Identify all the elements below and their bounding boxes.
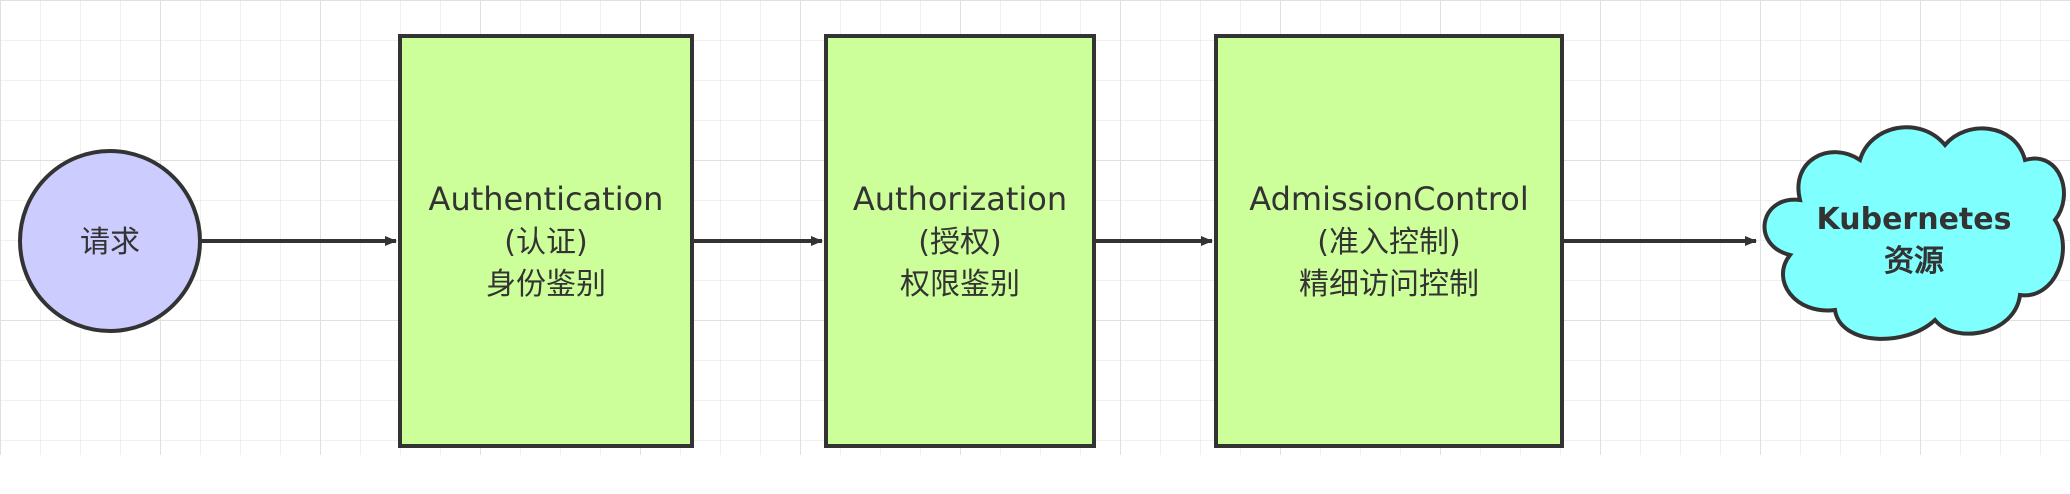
admission-control-subtitle: (准入控制) (1317, 225, 1460, 260)
authentication-subtitle: (认证) (504, 225, 587, 260)
authorization-box (824, 34, 1096, 448)
start-label: 请求 (80, 225, 140, 260)
admission-control-box (1214, 34, 1564, 448)
authentication-description: 身份鉴别 (486, 267, 606, 302)
step-authorization[interactable]: Authorization (授权) 权限鉴别 (824, 34, 1096, 448)
kubernetes-resource-node[interactable]: Kubernetes 资源 (1762, 125, 2066, 341)
step-authentication[interactable]: Authentication (认证) 身份鉴别 (398, 34, 694, 448)
admission-control-description: 精细访问控制 (1299, 267, 1479, 302)
authorization-subtitle: (授权) (918, 225, 1001, 260)
start-node[interactable]: 请求 (18, 149, 202, 333)
authorization-description: 权限鉴别 (900, 267, 1020, 302)
kubernetes-resource-label: 资源 (1884, 244, 1944, 279)
admission-control-title: AdmissionControl (1249, 180, 1528, 218)
authentication-box (398, 34, 694, 448)
cloud-shape (1762, 125, 2066, 341)
kubernetes-label: Kubernetes (1817, 202, 2012, 237)
step-admission-control[interactable]: AdmissionControl (准入控制) 精细访问控制 (1214, 34, 1564, 448)
authorization-title: Authorization (853, 180, 1067, 218)
authentication-title: Authentication (429, 180, 664, 218)
